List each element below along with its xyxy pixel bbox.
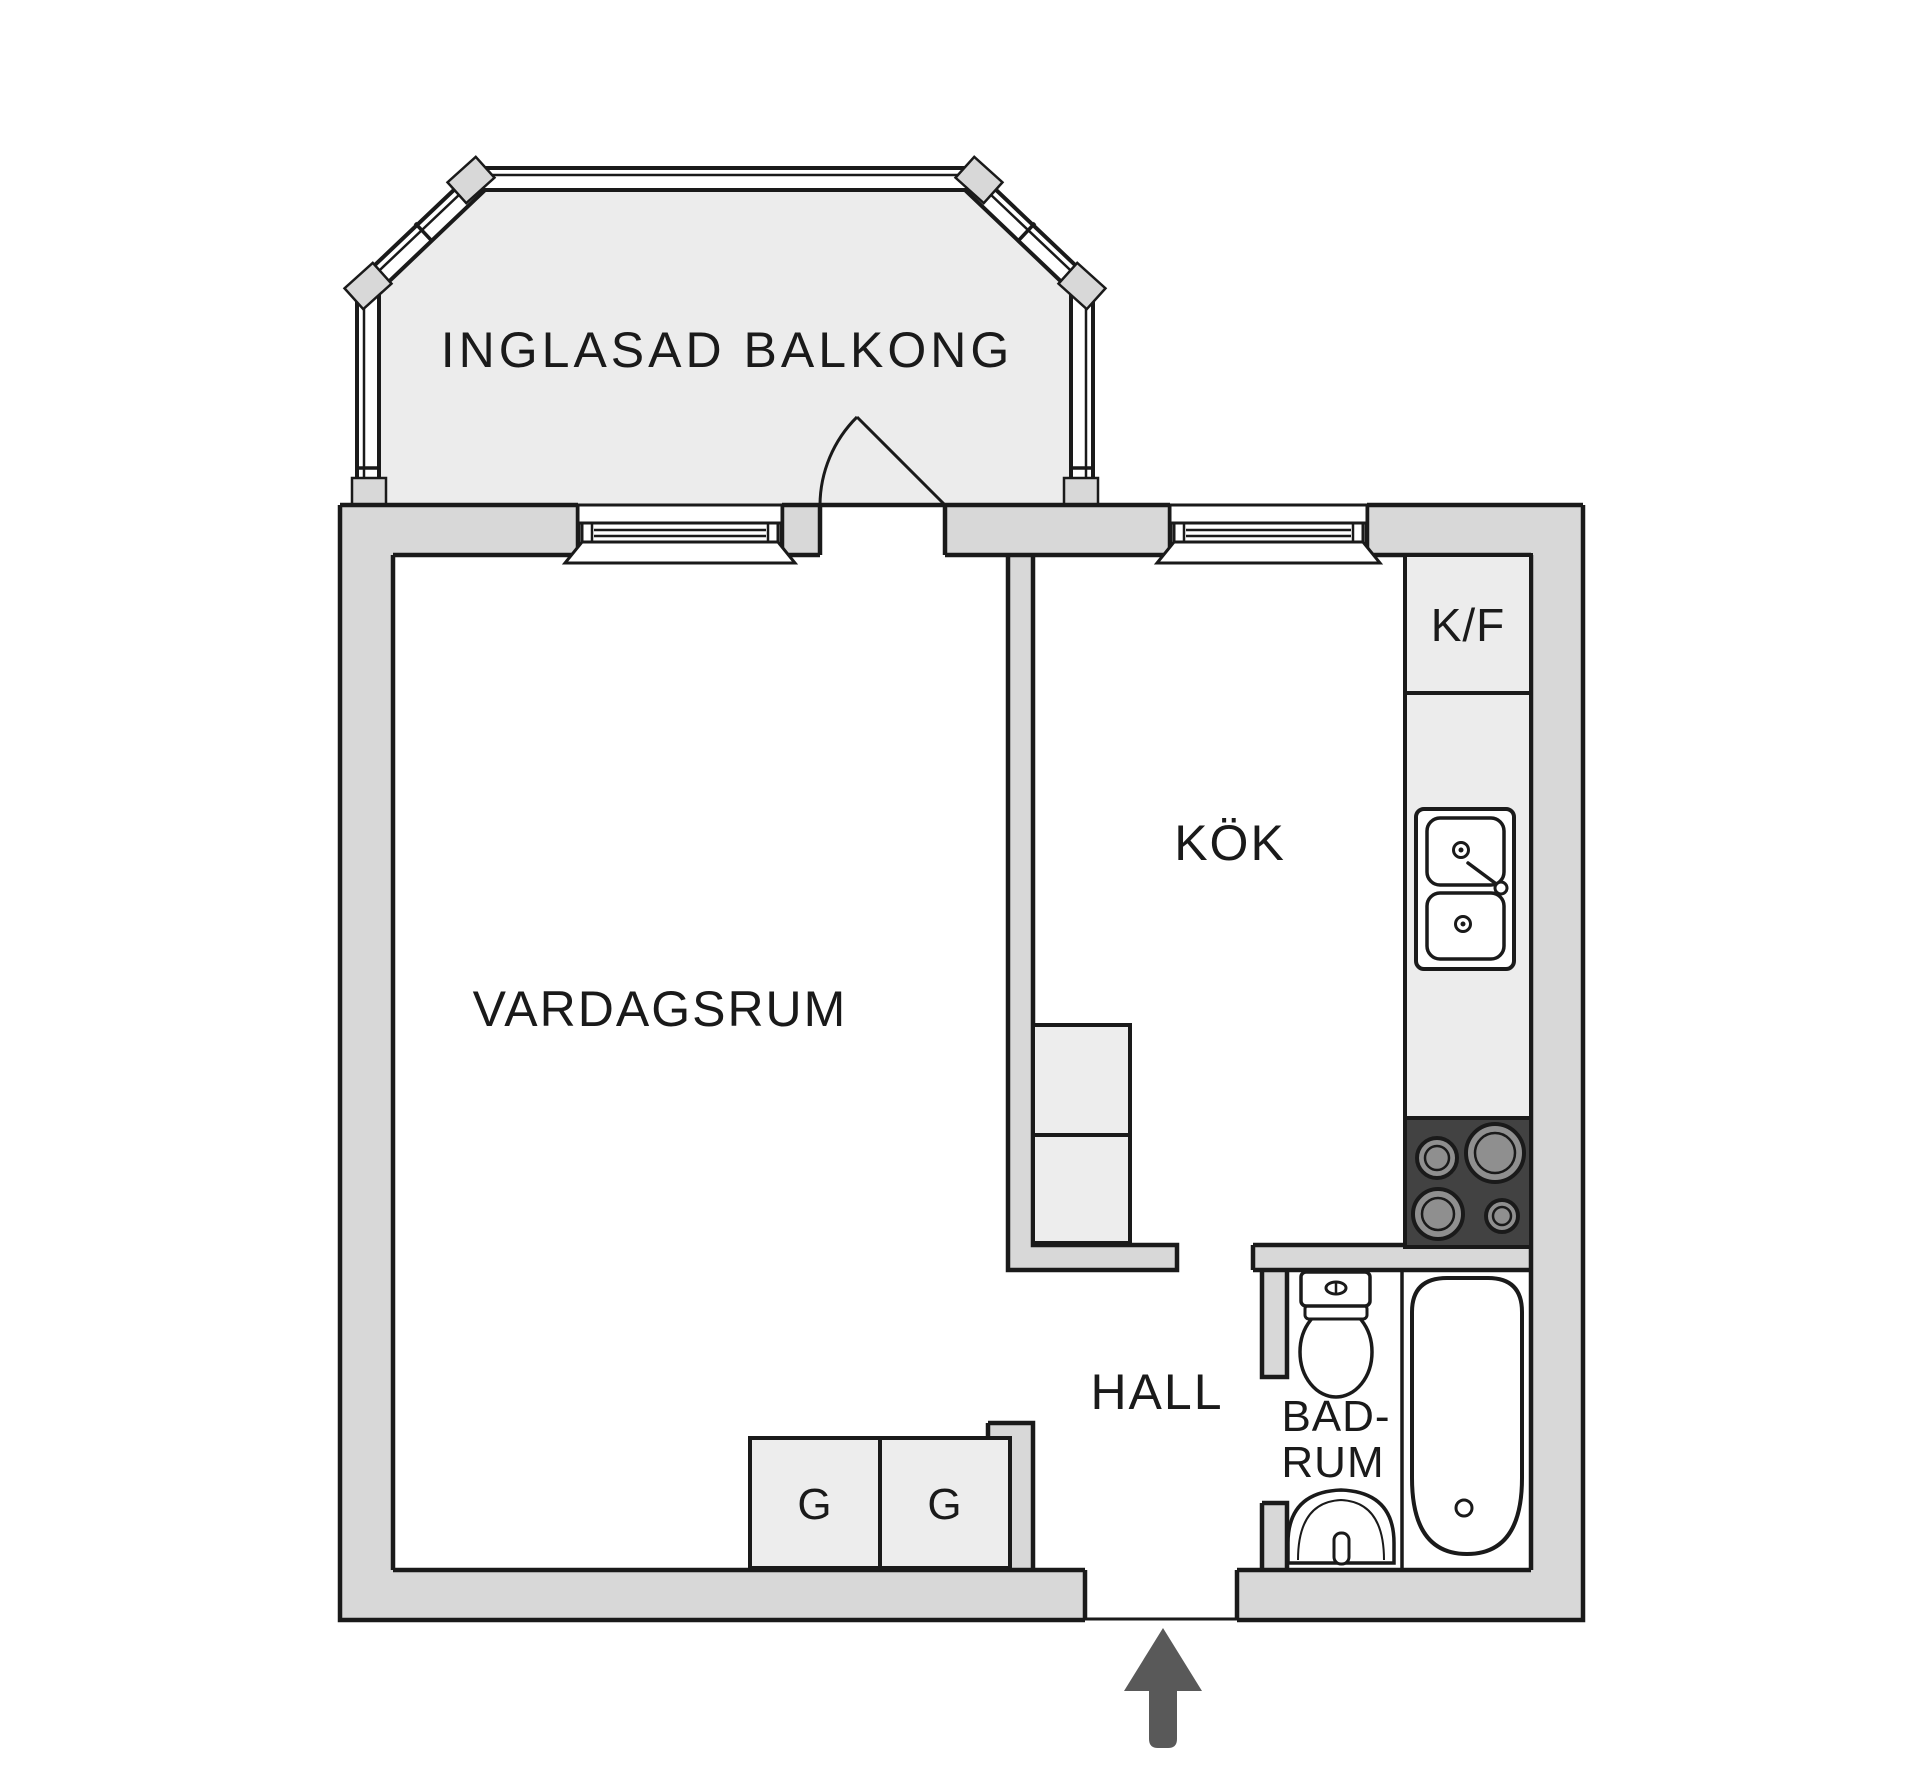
wall-bottom-left: [340, 1570, 1085, 1620]
door-swing-arc: [818, 415, 859, 506]
balcony-glazing-midline: [362, 173, 1088, 505]
entrance-arrow-icon: [1124, 1628, 1202, 1748]
window-sill: [1153, 540, 1384, 565]
balcony-glazing-inner: [377, 188, 1073, 505]
balcony-corner-posts: [342, 155, 1108, 507]
wardrobe-right: [878, 1436, 1012, 1570]
bathroom-label-line2: RUM: [1281, 1438, 1384, 1487]
stove: [1403, 1116, 1533, 1249]
wall-bathroom-top: [1253, 1245, 1531, 1270]
wall-right: [1531, 505, 1583, 1620]
faucet: [1493, 880, 1509, 896]
kitchen-sink: [1414, 807, 1516, 971]
bathtub-drain: [1454, 1498, 1474, 1518]
balcony-glazing-outer: [355, 166, 1095, 505]
living-room-window: [561, 503, 799, 565]
faucet-lever: [1466, 861, 1501, 888]
bathtub: [1410, 1276, 1524, 1557]
kitchen-window: [1153, 503, 1384, 565]
balcony-label: INGLASAD BALKONG: [441, 322, 1014, 378]
balcony-floor: [379, 190, 1071, 505]
wall-top-c: [945, 505, 1170, 555]
fridge-freezer-label: K/F: [1431, 599, 1506, 651]
toilet: [1298, 1270, 1374, 1399]
hall-label: HALL: [1090, 1364, 1223, 1420]
wardrobe-left-label: G: [797, 1480, 832, 1529]
wardrobe-right-label: G: [927, 1480, 962, 1529]
kitchen-cabinets: [1031, 1023, 1132, 1245]
wardrobe-left: [748, 1436, 882, 1570]
kitchen-label: KÖK: [1174, 815, 1286, 871]
wall-left: [340, 505, 393, 1620]
balcony-mullions: [357, 221, 1093, 470]
wall-bottom-right: [1237, 1570, 1583, 1620]
wall-bathroom-left-upper: [1262, 1270, 1287, 1377]
washbasin: [1286, 1488, 1396, 1566]
burners: [1411, 1122, 1526, 1241]
wall-partition-kitchen: [1008, 555, 1177, 1270]
balcony: INGLASAD BALKONG: [342, 155, 1108, 507]
balcony-door: [818, 415, 947, 507]
wardrobes: G G: [748, 1436, 1012, 1570]
wall-bathroom-left-lower: [1262, 1503, 1287, 1570]
wall-top-b: [782, 505, 820, 555]
walls: [340, 505, 1583, 1620]
basin-faucet: [1332, 1531, 1351, 1566]
living-room-label: VARDAGSRUM: [473, 981, 848, 1037]
bathroom-label-line1: BAD-: [1281, 1392, 1390, 1441]
door-leaf: [855, 415, 947, 507]
window-sill: [561, 540, 799, 565]
